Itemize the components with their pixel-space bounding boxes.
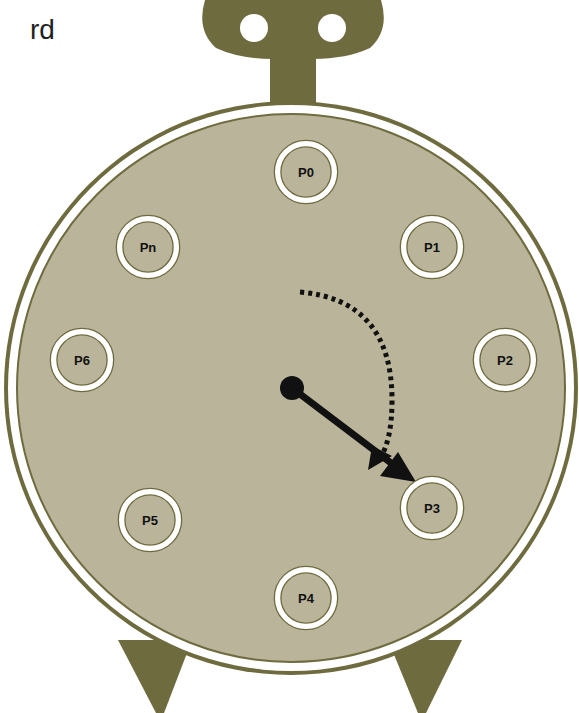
position-circle: P2 [472,327,538,393]
position-circle: P0 [273,139,339,205]
pointer-head [380,452,416,482]
pointer-hand [292,388,395,466]
position-label: P5 [117,487,183,553]
position-label: P0 [273,139,339,205]
position-label: P1 [399,214,465,280]
position-label: Pn [115,214,181,280]
key-hole [240,14,268,42]
position-label: P6 [49,327,115,393]
position-circle: P1 [399,214,465,280]
position-label: P4 [273,565,339,631]
dial-face [17,114,565,662]
position-circle: P6 [49,327,115,393]
dial-ring [8,105,574,671]
caption-fragment: rd [30,14,55,46]
winding-key [202,0,384,59]
key-hole [318,14,346,42]
position-circle: P3 [399,475,465,541]
position-label: P2 [472,327,538,393]
position-label: P3 [399,475,465,541]
position-circle: Pn [115,214,181,280]
position-circle: P4 [273,565,339,631]
pivot-dot [280,376,304,400]
position-circle: P5 [117,487,183,553]
dial-rim [4,101,578,675]
